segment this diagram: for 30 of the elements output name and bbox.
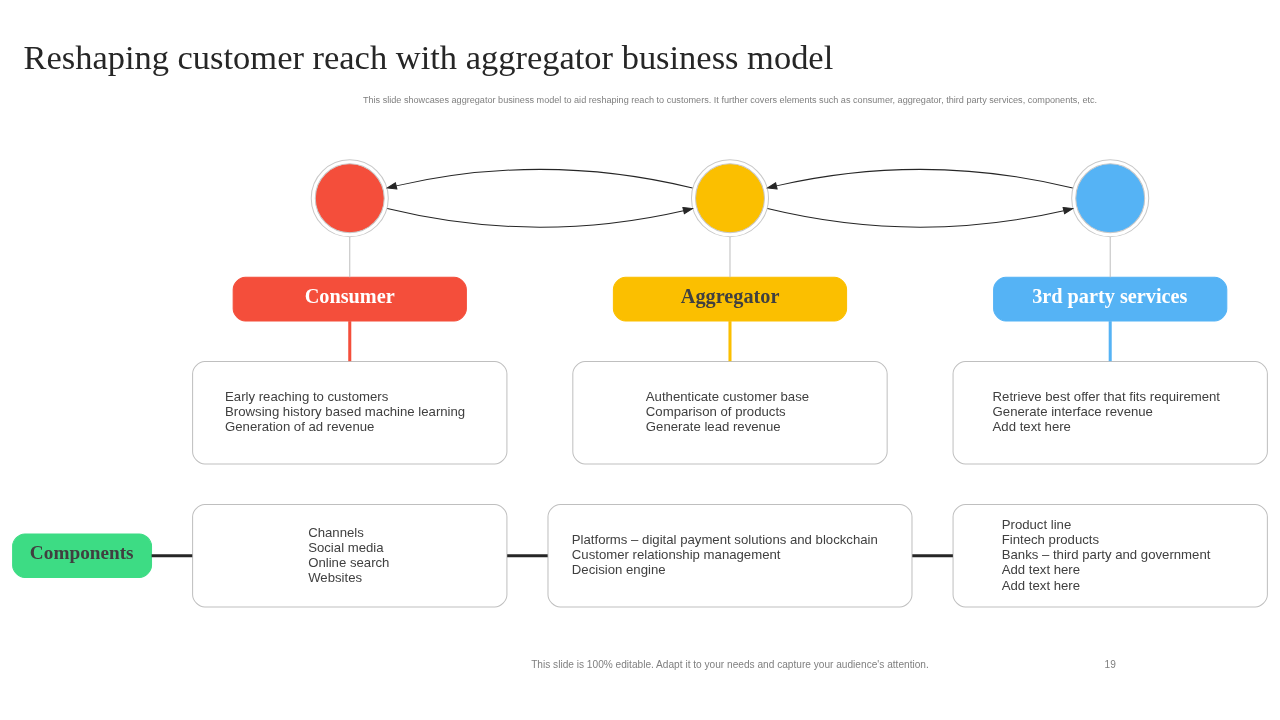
connector xyxy=(729,235,731,278)
connector xyxy=(507,553,548,557)
node-circle xyxy=(690,158,770,237)
label: This slide is 100% editable. Adapt it to your needs and capture your audience's attention. xyxy=(531,658,929,670)
connector xyxy=(151,553,193,557)
connector xyxy=(912,553,953,557)
node-box: Aggregator xyxy=(612,276,848,321)
arrow xyxy=(385,168,693,190)
node-box: Retrieve best offer that fits requirement Generate interface revenue Add text here xyxy=(952,360,1268,464)
node-box: Early reaching to customers Browsing history based machine learning Generation of ad revenue xyxy=(192,360,508,464)
connector xyxy=(349,235,351,278)
label: This slide showcases aggregator business model to aid reshaping reach to customers. It further covers elements such as consumer, aggregator, third party services, components, etc. xyxy=(362,94,1098,105)
arrow xyxy=(767,206,1075,228)
label: 19 xyxy=(1104,658,1116,670)
node-circle xyxy=(1071,158,1150,237)
connector xyxy=(348,320,352,361)
connector xyxy=(728,320,732,361)
arrow xyxy=(766,168,1074,190)
node-box: Components xyxy=(12,532,153,578)
diagram-title: Reshaping customer reach with aggregator business model xyxy=(23,37,834,76)
node-box: 3rd party services xyxy=(993,276,1228,321)
node-box: Consumer xyxy=(232,276,467,321)
node-box: Platforms – digital payment solutions and blockchain Customer relationship management Decision engine xyxy=(547,503,913,607)
arrow xyxy=(386,206,694,228)
connector xyxy=(1108,320,1112,361)
node-box: Authenticate customer base Comparison of products Generate lead revenue xyxy=(572,360,888,464)
connector xyxy=(1109,235,1111,278)
node-circle xyxy=(310,158,389,237)
node-box: Product line Fintech products Banks – third party and government Add text here Add text here xyxy=(952,503,1268,607)
node-box: Channels Social media Online search Websites xyxy=(192,503,508,607)
